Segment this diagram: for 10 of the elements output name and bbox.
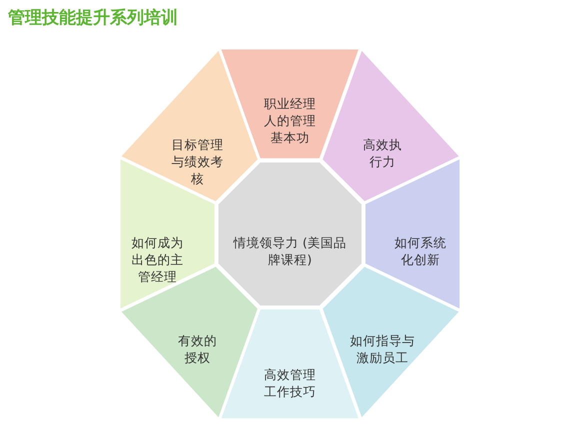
segment-label: 情境领导力 (美国品牌课程) [232,234,348,268]
segment-label: 有效的授权 [178,332,218,366]
segment-label: 如何成为出色的主管经理 [130,234,185,285]
segment-label: 目标管理与绩效考核 [170,136,225,187]
segment-label: 职业经理人的管理基本功 [262,95,317,146]
segment-label: 如何指导与激励员工 [349,332,416,366]
segment-label: 如何系统化创新 [394,234,448,268]
segment-label: 高效执行力 [362,136,402,170]
segment-label: 高效管理工作技巧 [262,366,317,400]
diagram-title: 管理技能提升系列培训 [8,7,178,29]
